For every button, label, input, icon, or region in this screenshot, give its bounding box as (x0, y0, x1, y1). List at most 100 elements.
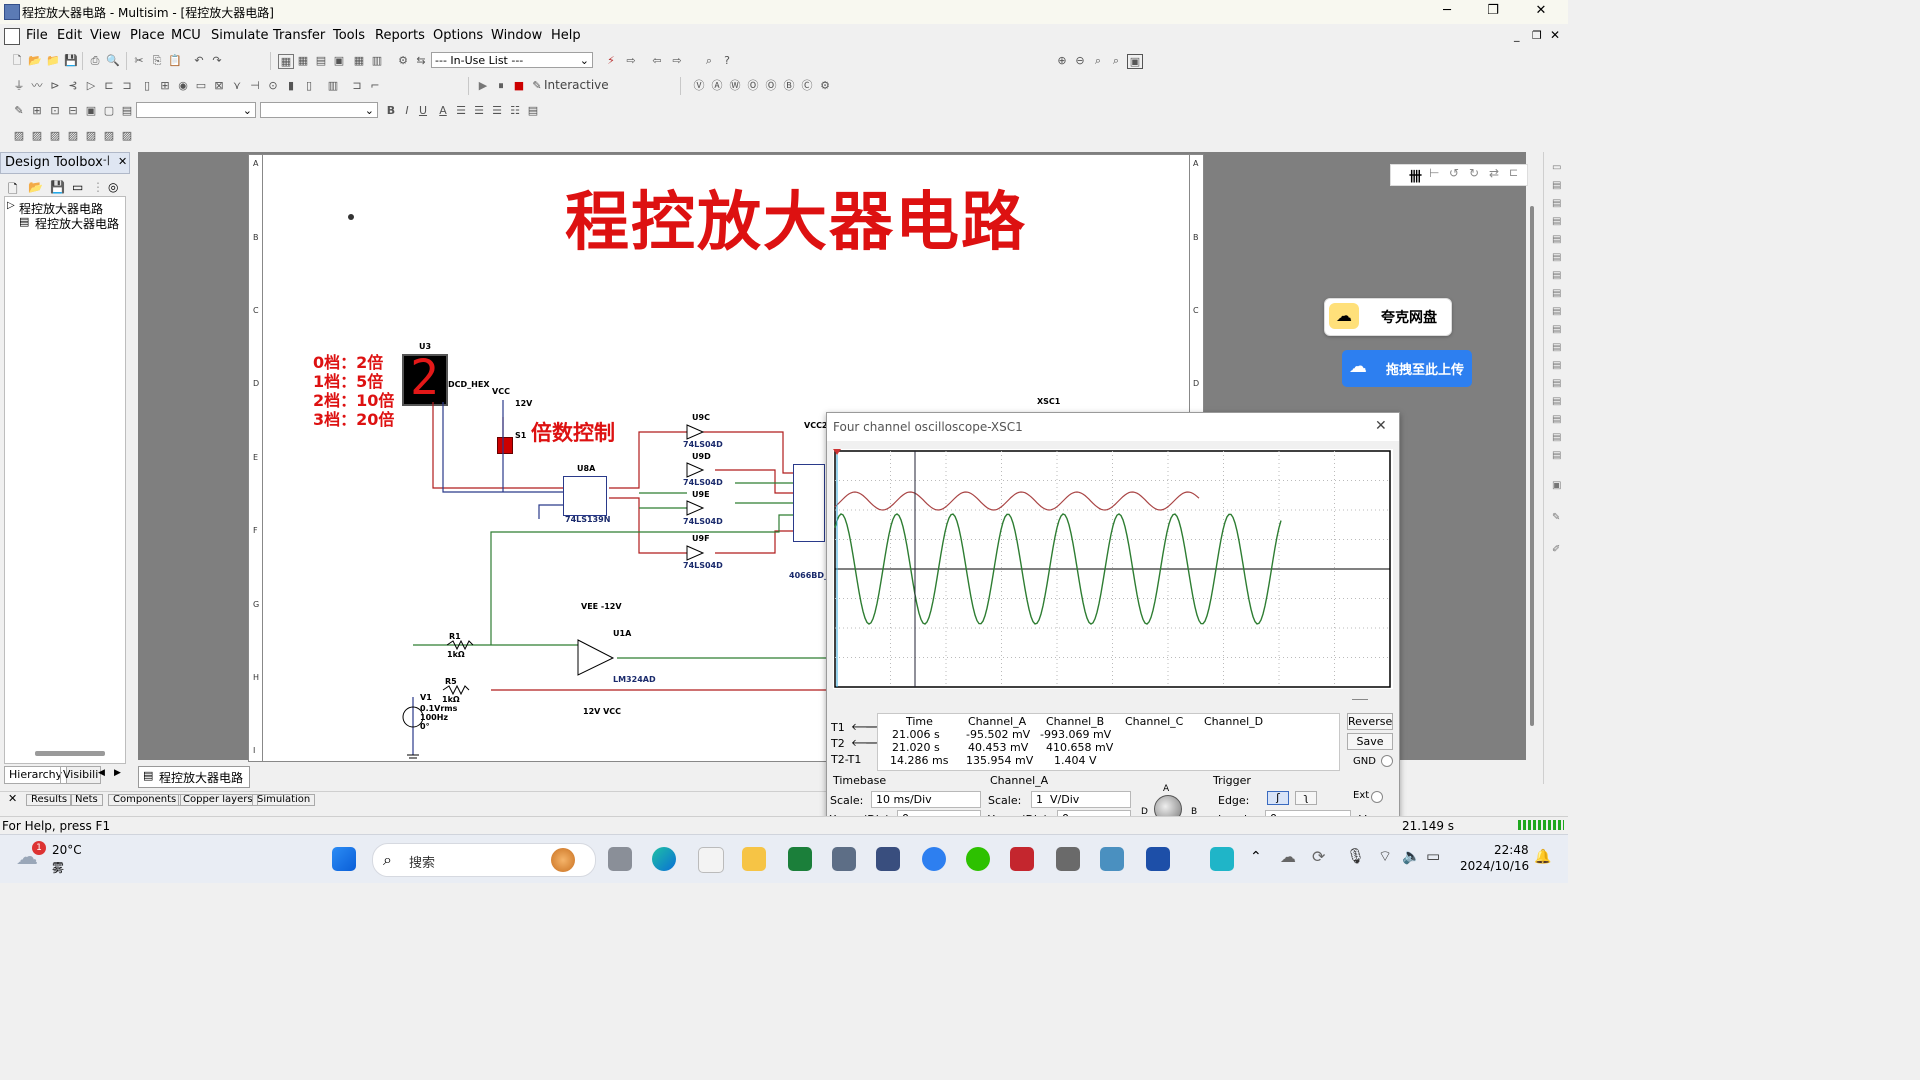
run-icon[interactable]: ▶ (478, 79, 488, 92)
wechat-icon[interactable] (966, 847, 990, 871)
menu-place[interactable]: Place (130, 28, 165, 43)
weather-widget[interactable]: ☁ 1 20°C 雾 (14, 841, 84, 877)
stop-icon[interactable]: ■ (513, 79, 525, 92)
rp-icon-8[interactable]: ▤ (1552, 288, 1562, 299)
bode-plotter-icon[interactable]: Ⓑ (783, 79, 795, 92)
bom-icon[interactable]: ▦ (353, 54, 365, 67)
zoom-out-icon[interactable]: ⊖ (1075, 54, 1085, 67)
t1-left-arrow-icon[interactable]: 🡐 (851, 722, 878, 733)
sheet-tab[interactable]: ▤ 程控放大器电路 (138, 766, 250, 788)
app-stm-icon[interactable] (1010, 847, 1034, 871)
menu-options[interactable]: Options (433, 28, 484, 43)
rp-icon-14[interactable]: ▤ (1552, 396, 1562, 407)
zoom-area-icon[interactable]: ⌕ (1094, 54, 1102, 67)
mixed-component-icon[interactable]: ⊞ (160, 79, 170, 92)
menu-file[interactable]: File (26, 28, 48, 43)
menu-tools[interactable]: Tools (333, 28, 366, 43)
tb-new-design-icon[interactable]: 🗋 (8, 182, 18, 196)
align-icon[interactable]: ⊢ (1429, 166, 1440, 180)
indent-icon[interactable]: ▤ (527, 104, 539, 117)
database-icon[interactable]: ▤ (315, 54, 327, 67)
find-examples-icon[interactable]: ⌕ (705, 54, 713, 67)
notification-bell-icon[interactable]: 🔔 (1534, 849, 1552, 865)
graphic-5-icon[interactable]: ▨ (85, 129, 97, 142)
seven-segment-display[interactable]: 2 (402, 350, 448, 406)
tray-cloud-icon[interactable]: ☁ (1280, 847, 1296, 866)
graphic-6-icon[interactable]: ▨ (103, 129, 115, 142)
power-component-icon[interactable]: ▭ (195, 79, 207, 92)
in-use-list-select[interactable]: --- In-Use List --- ⌄ (431, 52, 593, 68)
mdi-restore-icon[interactable]: ❐ (1532, 29, 1542, 42)
rp-icon-5[interactable]: ▤ (1552, 234, 1562, 245)
rp-icon-9[interactable]: ▤ (1552, 306, 1562, 317)
baidu-netdisk-icon[interactable] (922, 847, 946, 871)
tray-volume-icon[interactable]: 🔈 (1402, 847, 1421, 865)
menu-mcu[interactable]: MCU (171, 28, 201, 43)
t2-left-arrow-icon[interactable]: 🡐 (851, 738, 878, 749)
misc-component-icon[interactable]: ⊠ (214, 79, 224, 92)
rp-icon-4[interactable]: ▤ (1552, 216, 1562, 227)
rp-icon-10[interactable]: ▤ (1552, 324, 1562, 335)
settings-gear-icon[interactable]: ⚙ (820, 79, 830, 92)
mdi-minimize-icon[interactable]: _ (1514, 29, 1520, 42)
tray-wifi-icon[interactable]: ⌔ (1378, 847, 1393, 865)
decoder-chip[interactable] (563, 476, 607, 516)
bold-icon[interactable]: B (386, 104, 396, 117)
scope-screen[interactable] (833, 449, 1393, 689)
tab-results[interactable]: Results (26, 794, 73, 806)
analog-component-icon[interactable]: ▷ (86, 79, 96, 92)
rotate-right-icon[interactable]: ↻ (1469, 166, 1480, 180)
spreadsheet-icon[interactable]: ▦ (297, 54, 309, 67)
menu-transfer[interactable]: Transfer (273, 28, 326, 43)
collapse-icon[interactable]: ⊏ (1509, 166, 1519, 179)
tree-expand-icon[interactable]: ▷ (7, 200, 15, 211)
app-tool-icon[interactable] (1056, 847, 1080, 871)
tb-variant-icon[interactable]: ◎ (108, 180, 119, 194)
menu-reports[interactable]: Reports (375, 28, 425, 43)
new-icon[interactable]: 🗋 (12, 54, 22, 67)
task-view-icon[interactable] (608, 847, 632, 871)
graphic-7-icon[interactable]: ▨ (121, 129, 133, 142)
ttl-component-icon[interactable]: ⊏ (104, 79, 114, 92)
clock-time[interactable]: 22:48 (1494, 843, 1529, 857)
undo-icon[interactable]: ↶ (194, 54, 204, 67)
format-7-icon[interactable]: ▤ (121, 104, 133, 117)
zoom-sheet-icon[interactable]: ⌕ (1112, 54, 1120, 67)
four-channel-scope-icon[interactable]: Ⓞ (765, 79, 777, 92)
quark-widget[interactable]: ☁ 夸克网盘 (1324, 298, 1452, 336)
tree-hscrollbar[interactable] (35, 751, 105, 756)
flip-icon[interactable]: ⇄ (1489, 166, 1500, 180)
save-icon[interactable]: 💾 (64, 54, 78, 67)
format-3-icon[interactable]: ⊡ (50, 104, 60, 117)
font-size-select[interactable]: ⌄ (260, 102, 378, 118)
print-preview-icon[interactable]: 🔍 (106, 54, 120, 67)
maximize-button[interactable]: ❐ (1487, 3, 1499, 18)
italic-icon[interactable]: I (405, 104, 409, 117)
scope-titlebar[interactable]: Four channel oscilloscope-XSC1 ✕ (827, 413, 1399, 441)
rp-icon-16[interactable]: ▤ (1552, 432, 1562, 443)
bus-icon[interactable]: ⊐ (352, 79, 362, 92)
analog-switch-chip[interactable] (793, 464, 825, 542)
erc-icon[interactable]: ⚡ (607, 54, 615, 67)
align-center-icon[interactable]: ☰ (474, 104, 484, 117)
rp-icon-13[interactable]: ▤ (1552, 378, 1562, 389)
mdi-close-icon[interactable]: ✕ (1550, 28, 1561, 42)
postprocessor-icon[interactable]: ▥ (371, 54, 383, 67)
tray-mic-icon[interactable]: 🎙 (1346, 847, 1366, 865)
underline-icon[interactable]: U (418, 104, 428, 117)
help-icon[interactable]: ? (724, 54, 730, 67)
tray-chevron-up-icon[interactable]: ⌃ (1250, 849, 1262, 865)
rp-icon-18[interactable]: ▣ (1552, 480, 1562, 491)
baidu-upload-widget[interactable]: ☁ 拖拽至此上传 (1342, 350, 1472, 387)
tab-visibility[interactable]: Visibili (60, 766, 102, 784)
rotate-left-icon[interactable]: ↺ (1449, 166, 1460, 180)
format-6-icon[interactable]: ▢ (103, 104, 115, 117)
menu-edit[interactable]: Edit (57, 28, 83, 43)
font-color-icon[interactable]: A (439, 104, 447, 117)
ext-radio[interactable] (1371, 791, 1383, 803)
menu-window[interactable]: Window (491, 28, 543, 43)
rising-edge-button[interactable]: ʃ (1267, 791, 1289, 805)
clock-date[interactable]: 2024/10/16 (1460, 859, 1530, 873)
pause-icon[interactable]: ⏸ (498, 79, 504, 92)
tree-root[interactable]: 程控放大器电路 (19, 202, 104, 216)
